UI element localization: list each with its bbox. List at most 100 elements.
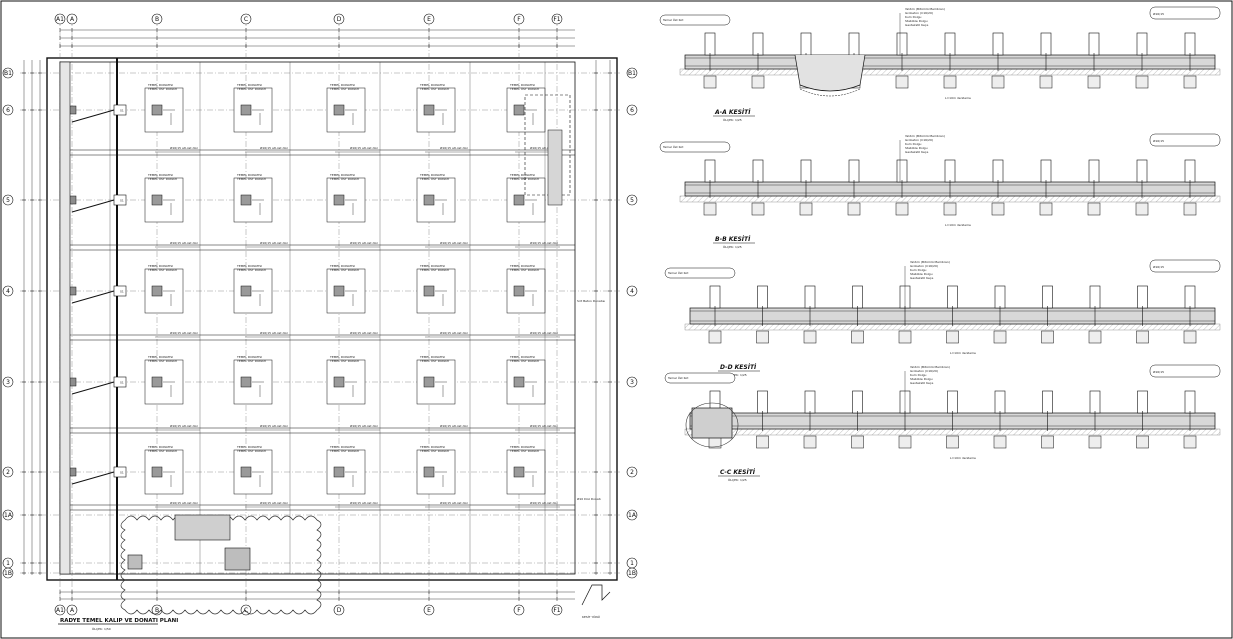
pile-cap: [1088, 330, 1102, 344]
beam-label: Ø16/15 alt-üst düz: [440, 330, 468, 335]
axis-label-right-4: 4: [630, 288, 634, 295]
column-section: [423, 466, 435, 478]
column-stub: [1184, 32, 1196, 56]
pile-cap: [946, 330, 959, 344]
pile-cap: [851, 330, 864, 344]
axis-label-right-1: 1: [630, 560, 634, 567]
section-title: A-A KESİTİ: [714, 109, 751, 116]
elevator-pit-b: [224, 547, 251, 571]
pile-cap: [1136, 435, 1149, 449]
svg-text:KESİT YÖNÜ: KESİT YÖNÜ: [582, 614, 600, 619]
layer-label: Stabilize Dolgu: [905, 146, 928, 150]
beam-label: Ø16/15 alt-üst düz: [530, 145, 558, 150]
beam-label: Ø16/15 alt-üst düz: [350, 145, 378, 150]
slab-outline: [46, 57, 618, 581]
axis-label-top-A1: A1: [56, 16, 64, 23]
column-stub: [944, 32, 956, 56]
pad-sublabel: TEMEL ÜST DONATI: [419, 86, 449, 91]
plan-note-2: Ø10 Düz Donatı: [577, 496, 601, 501]
note-cloud-left: [664, 372, 736, 384]
column-stub: [1088, 159, 1100, 183]
column-stub: [1184, 285, 1196, 309]
pad-label: TEMEL DONATISI: [419, 355, 445, 359]
pile-cap: [895, 202, 909, 216]
column-tag-label: S1: [120, 381, 124, 385]
pile-cap: [898, 435, 912, 449]
pile-cap: [1183, 435, 1197, 449]
section-scale: ÖLÇEK: 1/25: [728, 477, 747, 482]
axis-label-left-B1: B1: [4, 70, 12, 77]
column-stub: [1136, 159, 1148, 183]
slab-outline-inner: [59, 61, 576, 575]
column-section: [513, 285, 525, 297]
pad-sublabel: TEMEL ÜST DONATI: [329, 448, 359, 453]
axis-bubble-left-2: [2, 466, 14, 478]
pad-outline: [416, 449, 456, 495]
axis-bubble-right-3: [626, 376, 638, 388]
column-section: [333, 285, 345, 297]
layer-label: Kum Dolgu: [905, 15, 921, 19]
pile-cap: [756, 435, 769, 449]
axis-label-left-1A: 1A: [4, 512, 13, 519]
pad-label: TEMEL DONATISI: [419, 83, 445, 87]
pad-sublabel: TEMEL ÜST DONATI: [147, 358, 177, 363]
column-stub: [992, 32, 1004, 56]
column-stub: [804, 390, 816, 414]
beam-label: Ø16/15 alt-üst düz: [530, 330, 558, 335]
pad-label: TEMEL DONATISI: [236, 355, 262, 359]
note-rebar: Ø16/15: [1153, 11, 1164, 16]
wall-detail: [691, 407, 733, 439]
note-level: Temel Üst Kot: [662, 17, 684, 22]
pad-sublabel: TEMEL ÜST DONATI: [509, 267, 539, 272]
beam-label: Ø16/15 alt-üst düz: [440, 423, 468, 428]
beam-label: Ø16/15 alt-üst düz: [350, 423, 378, 428]
layer-label: Kum Dolgu: [910, 268, 926, 272]
pad-label: TEMEL DONATISI: [147, 264, 173, 268]
axis-bubble-left-B1: [2, 67, 14, 79]
column-tag-label: S1: [120, 471, 124, 475]
spacing-label: L=10m derzleme: [945, 96, 971, 100]
column-section: [423, 194, 435, 206]
layer-label: Kum Dolgu: [905, 142, 921, 146]
column-section: [513, 104, 525, 116]
column-stub: [896, 159, 908, 183]
axis-bubble-bottom-B: [151, 604, 163, 616]
pile-cap: [1087, 202, 1101, 216]
column-tag-leader: [71, 381, 115, 395]
axis-bubble-bottom-D: [333, 604, 345, 616]
pile-cap: [751, 75, 765, 89]
axis-label-right-1B: 1B: [628, 570, 636, 577]
column-stub: [852, 390, 863, 414]
section-title: B-B KESİTİ: [715, 236, 751, 243]
axis-label-top-B: B: [155, 16, 159, 23]
pad-outline: [326, 87, 366, 133]
pad-label: TEMEL DONATISI: [329, 445, 355, 449]
axis-bubble-top-A1: [54, 13, 66, 25]
column-stub: [994, 285, 1006, 309]
pad-label: TEMEL DONATISI: [147, 355, 173, 359]
axis-label-right-2: 2: [630, 469, 634, 476]
column-stub: [709, 285, 721, 309]
axis-bubble-right-6: [626, 104, 638, 116]
layer-label: Yalıtım (Bitümlü Membran): [905, 7, 945, 11]
section-marker: KESİT YÖNÜ: [581, 584, 611, 619]
column-section: [240, 104, 252, 116]
column-section: [151, 285, 163, 297]
axis-bubble-left-5: [2, 194, 14, 206]
axis-label-top-D: D: [337, 16, 342, 23]
axis-label-bottom-A1: A1: [56, 607, 64, 614]
stair-block: [547, 129, 563, 206]
pad-label: TEMEL DONATISI: [329, 83, 355, 87]
pile-cap: [943, 202, 957, 216]
column-section: [151, 194, 163, 206]
pad-sublabel: TEMEL ÜST DONATI: [509, 358, 539, 363]
layer-label: Grobeton (C16/20): [905, 138, 933, 142]
pad-label: TEMEL DONATISI: [147, 445, 173, 449]
